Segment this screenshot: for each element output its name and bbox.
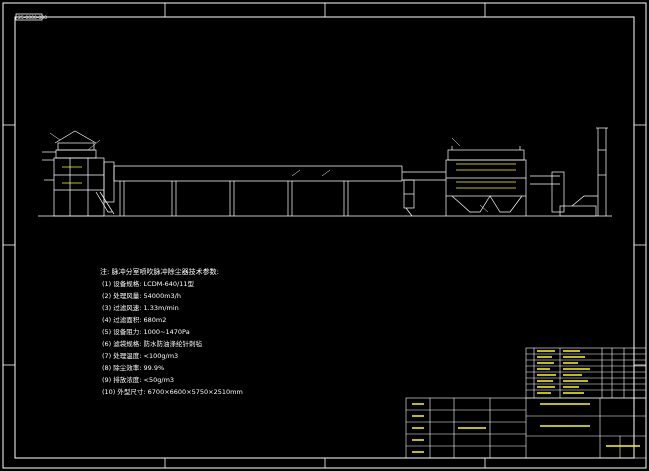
title-block-entries — [412, 403, 640, 453]
frame-ticks — [3, 3, 646, 468]
fan-assembly — [551, 171, 598, 217]
parts-list-entries — [537, 350, 590, 394]
dust-collector — [445, 146, 560, 216]
valve-stand — [403, 179, 415, 217]
sheet-label-box — [15, 13, 43, 21]
chimney-stack — [596, 127, 608, 216]
note-item: (1) 设备规格: LCDM-640/11型 — [102, 279, 195, 288]
note-item: (3) 过滤风速: 1.33m/min — [102, 303, 179, 312]
leader-line — [451, 137, 461, 147]
note-item: (5) 设备阻力: 1000~1470Pa — [102, 327, 190, 336]
filter-bags — [456, 163, 516, 189]
leader-line — [321, 169, 331, 177]
note-item: (4) 过滤面积: 680m2 — [102, 315, 166, 324]
main-duct — [113, 165, 446, 182]
note-item: (9) 排放浓度: <50g/m3 — [102, 375, 174, 384]
leader-line — [49, 132, 61, 141]
note-item: (8) 除尘效率: 99.9% — [102, 363, 164, 372]
title-block — [405, 397, 647, 459]
note-item: (2) 处理风量: 54000m3/h — [102, 291, 181, 300]
inner-frame — [14, 16, 635, 459]
technical-notes: 注: 脉冲分室喷吹脉冲除尘器技术参数: (1) 设备规格: LCDM-640/1… — [100, 267, 243, 396]
note-item: (7) 处理温度: <100g/m3 — [102, 351, 178, 360]
leader-line — [291, 169, 301, 177]
notes-title: 注: 脉冲分室喷吹脉冲除尘器技术参数: — [100, 267, 219, 276]
left-structure — [42, 130, 115, 217]
duct-supports — [119, 181, 349, 216]
leader-line — [479, 204, 489, 213]
parts-list-table — [525, 347, 647, 399]
leader-line — [87, 139, 101, 151]
sheet-label: 25-0000-000 — [18, 15, 47, 21]
note-item: (6) 滤袋规格: 防水防油涤纶针刺毡 — [102, 339, 203, 348]
note-item: (10) 外型尺寸: 6700×6600×5750×2510mm — [102, 387, 243, 396]
